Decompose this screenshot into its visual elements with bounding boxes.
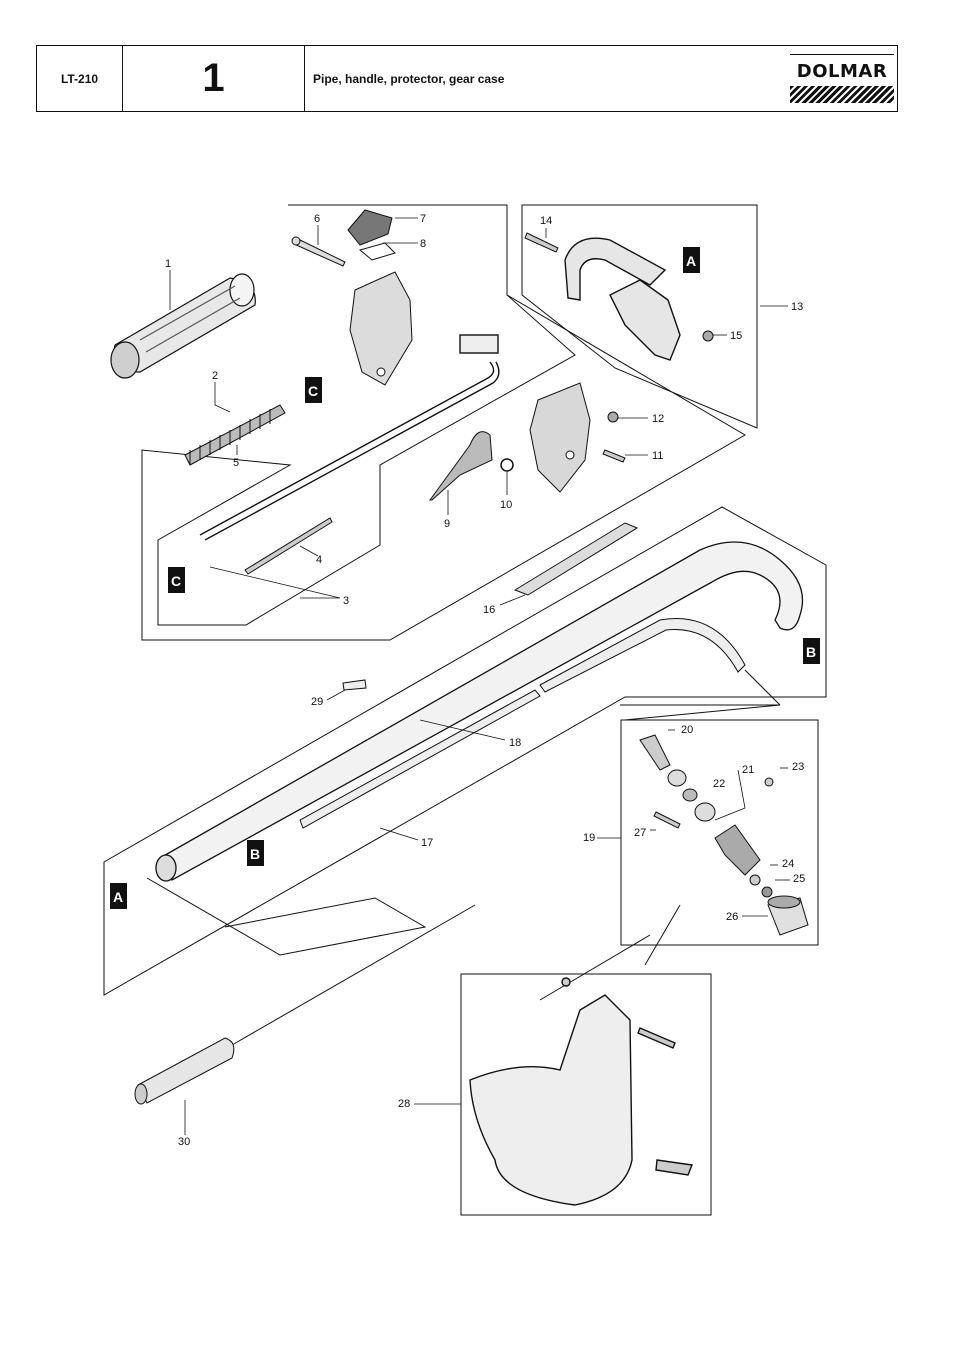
part-label-18: 18 bbox=[509, 737, 521, 749]
part-nut-12 bbox=[607, 411, 619, 423]
svg-text:B: B bbox=[250, 846, 260, 862]
part-label-28: 28 bbox=[398, 1098, 410, 1110]
part-label-4: 4 bbox=[316, 554, 322, 566]
group-outline-pipe bbox=[103, 506, 827, 996]
part-label-25: 25 bbox=[793, 873, 805, 885]
connector-line-30 bbox=[231, 904, 476, 1046]
part-label-16: 16 bbox=[483, 604, 495, 616]
part-label-9: 9 bbox=[444, 518, 450, 530]
key-box-a-top: A bbox=[683, 247, 700, 273]
part-washer-24 bbox=[749, 874, 761, 886]
group-outline-handle bbox=[141, 204, 746, 641]
part-label-13: 13 bbox=[791, 301, 803, 313]
brand-name: DOLMAR bbox=[796, 61, 888, 82]
part-gear-case bbox=[714, 824, 761, 876]
part-bolt-6 bbox=[291, 236, 346, 267]
part-label-3: 3 bbox=[343, 595, 349, 607]
connector-line-guard bbox=[539, 934, 651, 1001]
key-box-a-bottom: A bbox=[110, 883, 127, 909]
connector-line-gear bbox=[644, 904, 681, 966]
connector-line-shaft bbox=[744, 669, 781, 706]
part-rod-4 bbox=[244, 517, 333, 575]
part-front-handle bbox=[564, 237, 681, 361]
part-label-8: 8 bbox=[420, 238, 426, 250]
logo-hatch bbox=[790, 86, 894, 103]
part-label-20: 20 bbox=[681, 724, 693, 736]
figure-number: 1 bbox=[123, 46, 305, 111]
model-number: LT-210 bbox=[37, 46, 123, 111]
part-grip bbox=[110, 273, 256, 379]
part-label-7: 7 bbox=[420, 213, 426, 225]
part-label-27: 27 bbox=[634, 827, 646, 839]
logo-rule bbox=[790, 54, 894, 55]
part-screw-11 bbox=[602, 449, 626, 463]
group-outline-guard bbox=[460, 973, 712, 1216]
bracket-line-pipe bbox=[146, 877, 427, 956]
part-washer-25 bbox=[761, 886, 773, 898]
part-button-7 bbox=[347, 209, 393, 246]
part-label-21: 21 bbox=[742, 764, 754, 776]
part-rear-housing bbox=[529, 382, 591, 493]
group-outline-gear-case bbox=[620, 719, 819, 946]
svg-text:C: C bbox=[308, 383, 318, 399]
brand-logo: DOLMAR bbox=[787, 46, 897, 111]
part-cap-26 bbox=[767, 895, 809, 936]
key-box-b-right: B bbox=[803, 638, 820, 664]
connector-line-19 bbox=[620, 704, 781, 721]
part-label-17: 17 bbox=[421, 837, 433, 849]
page-title: Pipe, handle, protector, gear case bbox=[313, 71, 505, 86]
part-lever-9 bbox=[429, 431, 493, 501]
part-screw-23 bbox=[764, 777, 774, 787]
svg-text:A: A bbox=[686, 253, 696, 269]
part-label-22: 22 bbox=[713, 778, 725, 790]
key-box-b-left: B bbox=[247, 840, 264, 866]
part-label-1: 1 bbox=[165, 258, 171, 270]
leader-lines bbox=[169, 217, 790, 1135]
part-label-12: 12 bbox=[652, 413, 664, 425]
part-bearings-21 bbox=[667, 769, 716, 822]
part-label-15: 15 bbox=[730, 330, 742, 342]
part-inner-tube bbox=[299, 618, 746, 829]
svg-text:A: A bbox=[113, 889, 123, 905]
key-box-c-left: C bbox=[168, 567, 185, 593]
part-plate-8 bbox=[358, 242, 396, 261]
part-nut-15 bbox=[702, 330, 714, 342]
part-bolt-14 bbox=[524, 232, 559, 253]
key-box-c-top: C bbox=[305, 377, 322, 403]
header-table: LT-210 1 Pipe, handle, protector, gear c… bbox=[36, 45, 898, 112]
part-label-10: 10 bbox=[500, 499, 512, 511]
group-outline-front-handle bbox=[521, 204, 758, 429]
part-main-pipe bbox=[155, 541, 804, 882]
svg-text:C: C bbox=[171, 573, 181, 589]
part-label-5: 5 bbox=[233, 457, 239, 469]
part-label-26: 26 bbox=[726, 911, 738, 923]
part-label-6: 6 bbox=[314, 213, 320, 225]
part-spring bbox=[184, 404, 286, 466]
part-throttle-cable bbox=[199, 334, 500, 541]
part-label-11: 11 bbox=[652, 450, 663, 462]
svg-text:B: B bbox=[806, 644, 816, 660]
part-handle-housing bbox=[349, 271, 413, 386]
part-label-2: 2 bbox=[212, 370, 218, 382]
part-label-29 bbox=[342, 679, 367, 691]
part-gear-shaft-20 bbox=[639, 734, 671, 771]
part-label-19: 19 bbox=[583, 832, 595, 844]
part-label-24: 24 bbox=[782, 858, 794, 870]
part-pipe-30 bbox=[134, 1037, 235, 1105]
part-label-23: 23 bbox=[792, 761, 804, 773]
part-label-14: 14 bbox=[540, 215, 552, 227]
part-guard bbox=[469, 977, 693, 1206]
part-spring-10 bbox=[500, 458, 514, 472]
part-label-16 bbox=[513, 522, 639, 596]
part-bolt-27 bbox=[653, 811, 681, 829]
part-label-30: 30 bbox=[178, 1136, 190, 1148]
part-label-29: 29 bbox=[311, 696, 323, 708]
